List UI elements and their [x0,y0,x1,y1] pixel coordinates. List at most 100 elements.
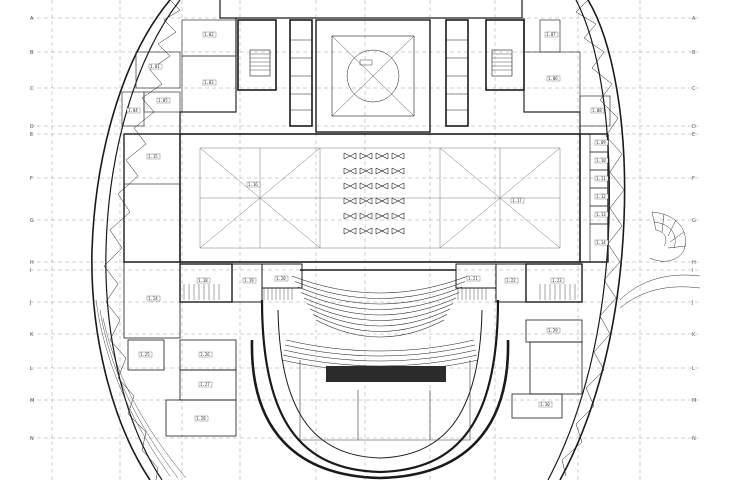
rigging-symbol [359,167,373,175]
rigging-symbol [391,182,405,190]
seat-row [283,349,477,362]
room-tag-box [148,63,163,70]
room-tag: 1.06 [548,76,558,81]
seat-row [303,297,457,316]
room-tag: 1.11 [596,176,606,181]
grid-label-right: D [692,124,696,130]
facade-outer-line [91,0,171,480]
rigging-symbol [343,182,357,190]
spiral-stair [619,211,701,309]
facade-inner-line [105,0,181,480]
grid-label-right: J [691,300,693,306]
rigging-symbol [343,167,357,175]
rigging-symbol [359,197,373,205]
room-tag-box [550,277,565,284]
room-tag-box [510,197,525,204]
seat-row [306,303,454,321]
grid-label-left: F [30,176,33,182]
room-tag: 1.30 [540,402,550,407]
rigging-symbol [343,197,357,205]
grid-label-left: G [30,218,34,224]
grid-label-right: K [692,332,696,338]
main-hall-outline [179,133,581,263]
facade-inner-line-right [547,0,610,480]
room-tag: 1.20 [276,276,286,281]
room-tag-box [198,351,213,358]
room-tag: 1.05 [158,98,168,103]
room-tag-box [194,415,209,422]
room-tag-box [196,277,211,284]
room-tag-box [198,381,213,388]
seat-row [315,319,445,338]
room-tag: 1.18 [198,278,208,283]
seat-row [291,275,469,294]
grid-label-right: A [692,16,696,22]
grid-label-right: E [692,132,695,138]
stairs-south [183,284,576,300]
room-tag-box [544,31,559,38]
grid-label-left: J [29,300,31,306]
room-tag-box [146,295,161,302]
grid-label-right: M [692,398,696,404]
room-tag: 1.14 [596,240,606,245]
room-tag-box [594,193,609,200]
room-tag-box [594,139,609,146]
room-tag-box [546,75,561,82]
facade [91,0,626,480]
rigging-symbol [375,227,389,235]
grid-label-right: I [692,268,693,274]
room-tag: 1.08 [592,108,602,113]
rigging-symbol [375,152,389,160]
grid-label-left: H [30,260,34,266]
grid-label-left: K [30,332,34,338]
room-tag-box [504,277,519,284]
room-tag: 1.23 [552,278,562,283]
main-hall-grid [199,147,561,249]
rigging-symbol [343,227,357,235]
rigging-symbol [359,152,373,160]
facade-lattice-left [103,0,181,480]
room-tag: 1.02 [204,32,214,37]
facade-lattice-right [561,0,625,477]
grid-label-left: M [30,398,34,404]
room-tag: 1.29 [548,328,558,333]
grid-label-left: N [30,436,34,442]
side-rooms [121,19,611,263]
room-tag-box [594,175,609,182]
room-tag: 1.26 [200,352,210,357]
room-tag: 1.10 [596,158,606,163]
rigging-symbol [375,197,389,205]
room-tag: 1.12 [596,194,606,199]
rigging-symbol [359,227,373,235]
north-block-outline [219,0,523,19]
auditorium [250,269,510,480]
room-tag-box [146,153,161,160]
grid-label-right: C [692,86,696,92]
room-tag: 1.09 [596,140,606,145]
grid-label-right: H [692,260,696,266]
grid-label-left: L [30,366,33,372]
seat-row [312,314,448,332]
room-tags: 1.011.021.031.041.051.061.071.081.091.10… [126,31,609,422]
room-tag: 1.25 [140,352,150,357]
room-tag-box [594,157,609,164]
balcony-wall [250,339,381,480]
seat-row [297,286,463,305]
room-tag-box [466,275,481,282]
seat-row [309,308,451,327]
room-tag-box [590,107,605,114]
rigging-symbol [343,212,357,220]
room-tag: 1.13 [596,212,606,217]
grid-label-right: G [692,218,696,224]
seat-row [285,339,475,352]
building-shell [123,0,609,263]
facade-outer-line-right [559,0,626,480]
grid-label-right: N [692,436,696,442]
rigging-symbol [343,152,357,160]
room-tag: 1.24 [148,296,158,301]
room-tag: 1.17 [512,198,522,203]
rigging-symbol [375,182,389,190]
room-tag-box [126,107,141,114]
